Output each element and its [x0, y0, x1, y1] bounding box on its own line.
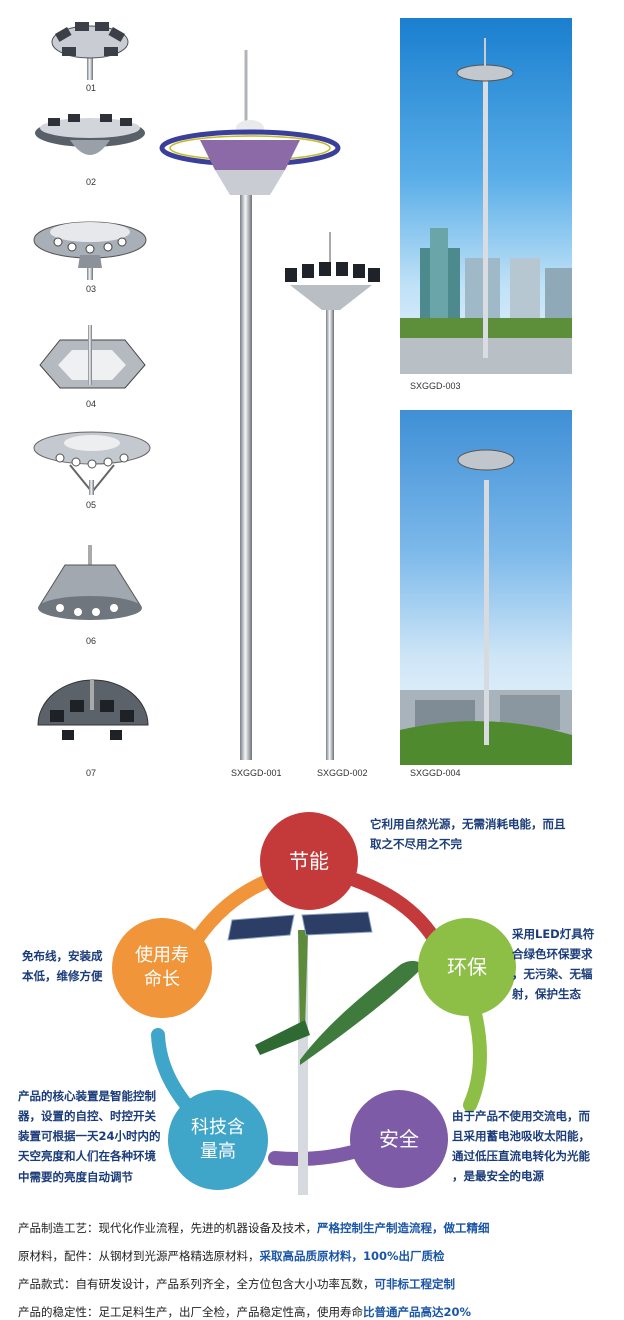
feature-tech-title-2: 量高 [200, 1141, 236, 1162]
feature-tech-title-1: 科技含 [191, 1116, 245, 1138]
caption-04: 04 [86, 399, 97, 409]
feature-lifespan-title-1: 使用寿 [135, 944, 189, 966]
pole-002-illustration [285, 232, 380, 760]
caption-05: 05 [86, 500, 97, 510]
feature-energy-title: 节能 [289, 848, 329, 873]
feature-energy-desc: 它利用自然光源，无需消耗电能，而且 取之不尽用之不完 [370, 817, 566, 852]
caption-003: SXGGD-003 [410, 381, 461, 391]
product-line-style: 产品款式：自有研发设计，产品系列齐全，全方位包含大小功率瓦数，可非标工程定制 [18, 1277, 455, 1291]
caption-07: 07 [86, 768, 97, 778]
product-photo-area [33, 22, 380, 760]
feature-tech-circle: 科技含 量高 [168, 1090, 268, 1190]
feature-safety-title: 安全 [379, 1126, 419, 1151]
caption-004: SXGGD-004 [410, 768, 461, 778]
feature-eco-circle: 环保 [418, 918, 516, 1016]
lamp-head-01 [51, 22, 129, 80]
lamp-head-05 [33, 431, 151, 495]
lamp-head-07 [37, 679, 149, 740]
feature-safety-circle: 安全 [350, 1090, 448, 1188]
feature-lifespan-circle: 使用寿 命长 [112, 918, 212, 1018]
pole-003-photo [400, 18, 572, 374]
caption-02: 02 [86, 177, 97, 187]
lamp-head-02 [35, 114, 145, 155]
product-line-stability: 产品的稳定性：足工足料生产，出厂全检，产品稳定性高，使用寿命比普通产品高达20% [18, 1305, 472, 1319]
caption-01: 01 [86, 83, 97, 93]
lamp-head-06 [38, 545, 142, 620]
feature-lifespan-desc: 免布线，安装成 本低，维修方便 [22, 949, 103, 984]
feature-safety-desc: 由于产品不使用交流电，而 且采用蓄电池吸收太阳能， 通过低压直流电转化为光能 ，… [452, 1109, 590, 1184]
pole-004-photo [400, 410, 572, 765]
caption-06: 06 [86, 636, 97, 646]
feature-eco-title: 环保 [447, 954, 487, 979]
caption-002: SXGGD-002 [317, 768, 368, 778]
product-line-craft: 产品制造工艺：现代化作业流程，先进的机器设备及技术，严格控制生产制造流程，做工精… [18, 1221, 490, 1235]
lamp-head-03 [33, 221, 147, 280]
product-line-materials: 原材料，配件：从钢材到光源严格精选原材料，采取高品质原材料，100%出厂质检 [18, 1249, 445, 1263]
pole-001-illustration [159, 50, 341, 760]
lamp-head-04 [39, 325, 146, 389]
solar-lamp-illustration [227, 911, 421, 1195]
caption-001: SXGGD-001 [231, 768, 282, 778]
feature-lifespan-title-2: 命长 [144, 969, 180, 990]
feature-eco-desc: 采用LED灯具符 合绿色环保要求 ，无污染、无辐 射，保护生态 [512, 927, 595, 1002]
feature-energy-circle: 节能 [260, 812, 358, 910]
caption-03: 03 [86, 284, 97, 294]
feature-tech-desc: 产品的核心装置是智能控制 器，设置的自控、时控开关 装置可根据一天24小时内的 … [18, 1089, 161, 1184]
